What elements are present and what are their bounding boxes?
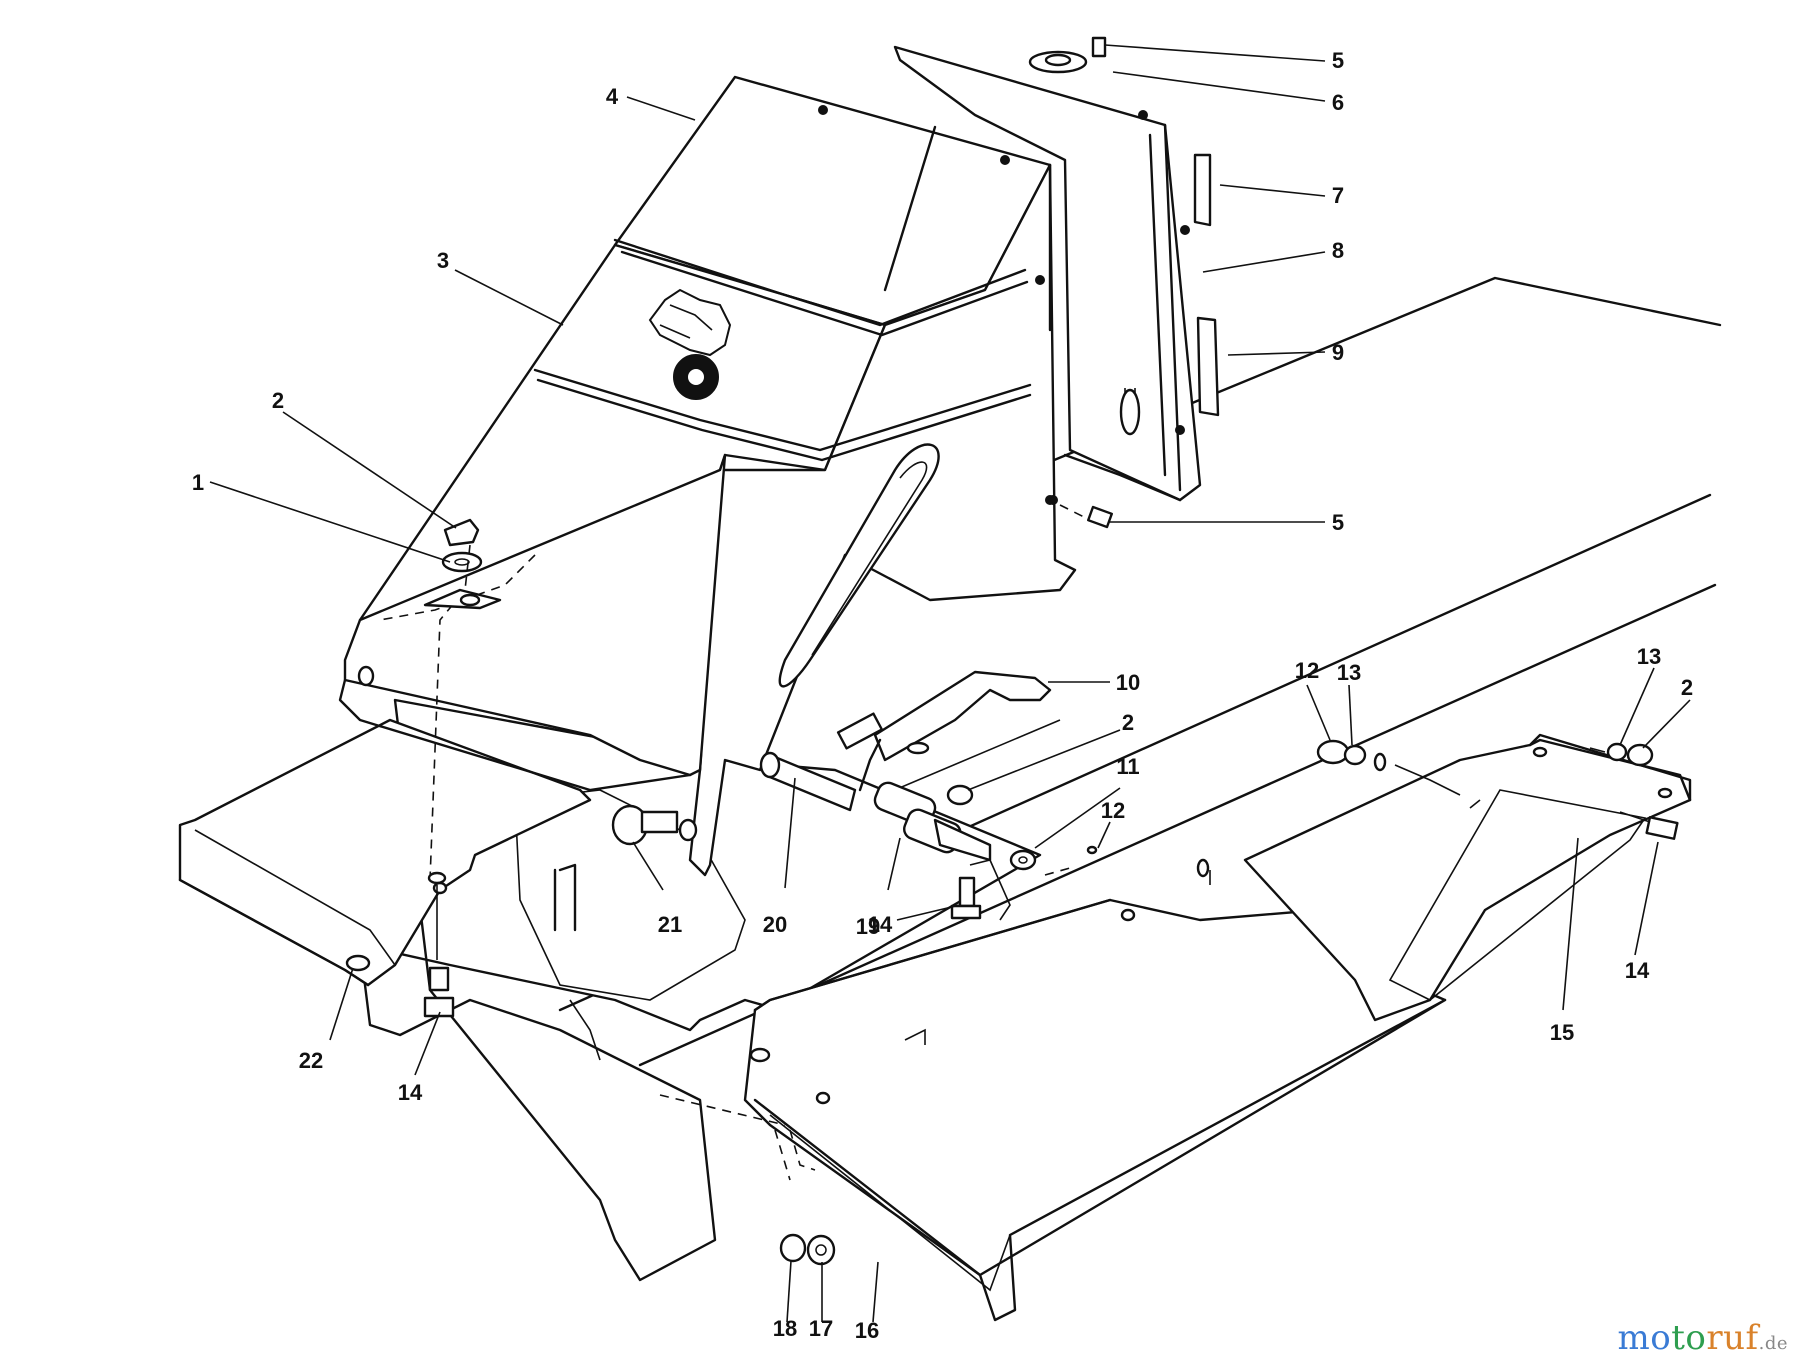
watermark-part1: mo <box>1617 1318 1672 1358</box>
hardware-bottom <box>779 1233 836 1266</box>
callout-12: 12 <box>1101 798 1125 823</box>
callout-11: 11 <box>1116 754 1139 779</box>
callout-21: 21 <box>658 912 682 937</box>
watermark-part4: .de <box>1758 1333 1788 1354</box>
callout-14: 14 <box>398 1080 423 1105</box>
hardware-left <box>379 518 536 1018</box>
logo-silhouette <box>648 288 732 357</box>
watermark-part2: to <box>1671 1318 1707 1358</box>
watermark-logo: motoruf.de <box>1618 1318 1789 1358</box>
callouts: 1 2 2 2 3 4 5 5 6 7 8 9 10 11 12 12 13 1… <box>192 48 1693 1343</box>
deflector-front <box>659 898 1447 1322</box>
leader-lines <box>209 44 1691 1323</box>
callout-2: 2 <box>272 388 284 413</box>
chute-housing <box>338 75 1077 877</box>
callout-22: 22 <box>299 1048 323 1073</box>
callout-5: 5 <box>1332 48 1344 73</box>
callout-2: 2 <box>1681 675 1693 700</box>
callout-13: 13 <box>1637 644 1661 669</box>
callout-1: 1 <box>192 470 204 495</box>
callout-12: 12 <box>1295 658 1319 683</box>
pivot-assembly <box>611 670 1098 921</box>
watermark-part3: ruf <box>1706 1318 1759 1358</box>
hardware-right <box>1196 739 1679 885</box>
callout-14: 14 <box>868 912 893 937</box>
callout-20: 20 <box>763 912 787 937</box>
rear-plate <box>893 36 1220 502</box>
callout-9: 9 <box>1332 340 1344 365</box>
callout-13: 13 <box>1337 660 1361 685</box>
callout-6: 6 <box>1332 90 1344 115</box>
callout-15: 15 <box>1550 1020 1574 1045</box>
callout-7: 7 <box>1332 183 1344 208</box>
callout-16: 16 <box>855 1318 879 1343</box>
callout-19: 19 <box>856 914 880 939</box>
callout-14: 14 <box>1625 958 1650 983</box>
callout-17: 17 <box>809 1316 833 1341</box>
bolt-5-lower <box>1048 495 1113 529</box>
callout-10: 10 <box>1116 670 1140 695</box>
callout-4: 4 <box>606 84 619 109</box>
callout-18: 18 <box>773 1316 797 1341</box>
callout-5: 5 <box>1332 510 1344 535</box>
callout-8: 8 <box>1332 238 1344 263</box>
callout-3: 3 <box>437 248 449 273</box>
callout-2: 2 <box>1122 710 1134 735</box>
deflector-left <box>178 718 592 987</box>
